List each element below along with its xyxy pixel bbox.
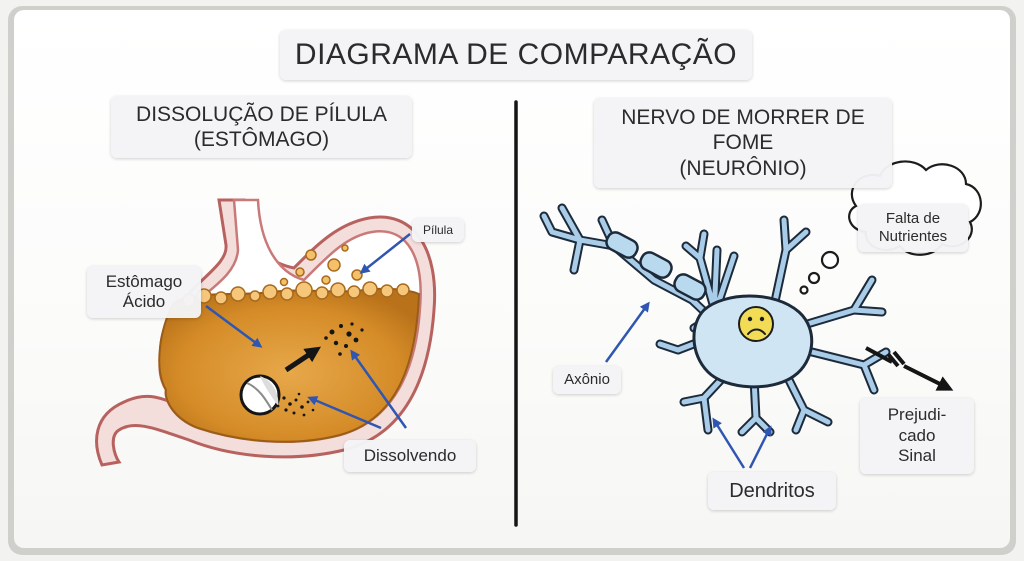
dendrite-arrow-2 <box>748 425 772 469</box>
dissolving-label: Dissolvendo <box>344 440 476 472</box>
neuron-illustration <box>539 203 891 437</box>
sad-face-icon <box>738 306 774 342</box>
acid-label: Estômago Ácido <box>87 266 201 318</box>
impaired-signal-label: Prejudi- cado Sinal <box>860 398 974 474</box>
right-label-arrows <box>604 301 772 469</box>
rising-bubbles <box>279 244 363 287</box>
left-panel-heading: DISSOLUÇÃO DE PÍLULA (ESTÔMAGO) <box>111 96 412 158</box>
pill-arrow <box>359 233 411 274</box>
whiteboard: DIAGRAMA DE COMPARAÇÃO DISSOLUÇÃO DE PÍL… <box>14 10 1010 548</box>
left-label-arrows <box>205 233 411 430</box>
right-panel-heading: NERVO DE MORRER DE FOME (NEURÔNIO) <box>594 98 892 188</box>
dissolve-arrow-1 <box>307 396 382 430</box>
diagram-title: DIAGRAMA DE COMPARAÇÃO <box>280 30 752 80</box>
dendrite-arrow-1 <box>712 417 746 469</box>
diagram-canvas <box>95 100 982 527</box>
axon-arrow <box>604 301 650 363</box>
stomach-illustration <box>95 198 437 467</box>
pill-motion-arrow <box>284 346 321 373</box>
dissolve-arrow-2 <box>350 349 408 429</box>
pill-icon <box>239 374 281 416</box>
pill-label: Pílula <box>412 218 464 242</box>
myelin-sheath <box>605 231 707 301</box>
dendrites-label: Dendritos <box>708 472 836 510</box>
axon-label: Axônio <box>553 366 621 394</box>
impaired-signal-arrow <box>865 346 954 391</box>
acid-arrow <box>205 304 263 348</box>
nutrients-label: Falta de Nutrientes <box>858 204 968 252</box>
